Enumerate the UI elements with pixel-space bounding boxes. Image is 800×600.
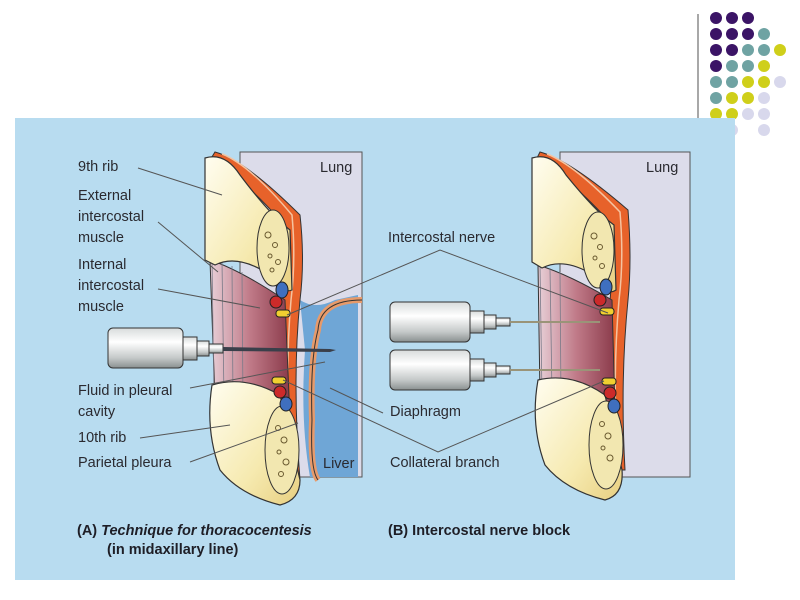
label-collateral-branch: Collateral branch (390, 455, 500, 471)
label-lung-a: Lung (320, 160, 353, 176)
label-lung-b: Lung (646, 160, 679, 176)
vein-9-b (599, 278, 613, 296)
collateral-artery-a (273, 385, 287, 399)
label-external-intercostal-2: intercostal (78, 209, 145, 225)
artery-9-b (593, 293, 607, 307)
label-internal-intercostal-3: muscle (78, 299, 124, 315)
label-diaphragm: Diaphragm (390, 404, 461, 420)
caption-a-letter: (A) (77, 523, 98, 539)
slide-vertical-rule (697, 14, 699, 118)
artery-9 (269, 295, 283, 309)
label-parietal-pleura: Parietal pleura (78, 455, 172, 471)
syringe-b-lower (389, 349, 600, 391)
nerve-9 (275, 309, 291, 318)
caption-a-line2: (in midaxillary line) (107, 542, 239, 558)
panel-a-illustration (107, 151, 363, 506)
nerve-9-b (599, 307, 615, 316)
label-10th-rib: 10th rib (78, 430, 127, 446)
label-9th-rib: 9th rib (78, 159, 119, 175)
label-internal-intercostal-2: intercostal (78, 278, 145, 294)
panel-b-illustration (389, 151, 691, 501)
label-internal-intercostal-1: Internal (78, 257, 127, 273)
leader-lines (137, 167, 609, 463)
rib-10-cross-section (264, 405, 300, 495)
vein-9 (275, 281, 289, 299)
caption-b-title: Intercostal nerve block (412, 523, 571, 539)
caption-a-title: Technique for thoracocentesis (101, 523, 312, 539)
label-fluid-pleural-2: cavity (78, 404, 116, 420)
syringe-a (107, 327, 336, 369)
label-external-intercostal-3: muscle (78, 230, 124, 246)
label-external-intercostal-1: External (78, 188, 132, 204)
caption-a: (A) Technique for thoracocentesis (77, 522, 312, 540)
collateral-nerve-a (271, 376, 287, 385)
collateral-vein-a (279, 396, 293, 412)
label-fluid-pleural-1: Fluid in pleural (78, 383, 173, 399)
pleural-fluid-region (300, 295, 358, 477)
label-intercostal-nerve: Intercostal nerve (388, 230, 496, 246)
caption-b-letter: (B) (388, 523, 409, 539)
label-liver: Liver (323, 456, 355, 472)
caption-b: (B) Intercostal nerve block (388, 522, 570, 540)
syringe-b-upper (389, 301, 600, 343)
rib-9-cross-section (256, 209, 290, 287)
